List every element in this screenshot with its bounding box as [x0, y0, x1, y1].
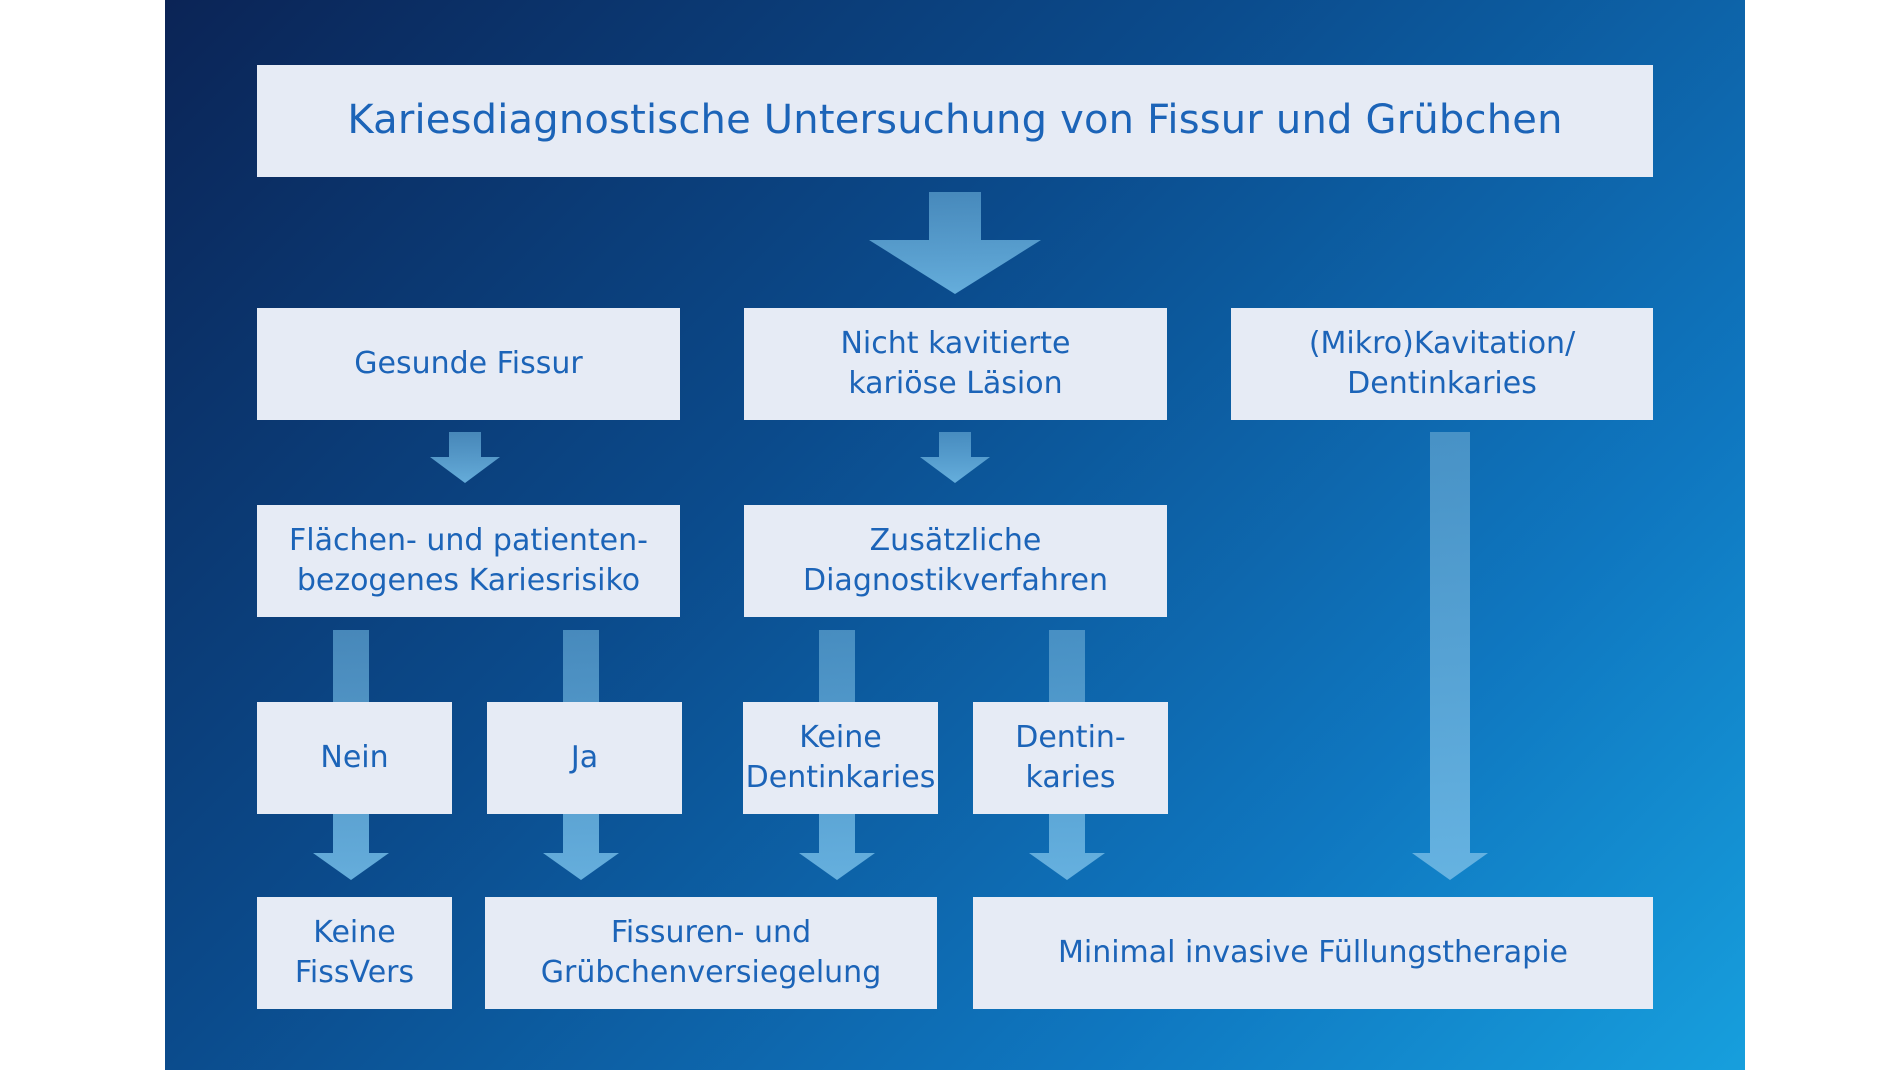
box-sealing: Fissuren- und Grübchenversiegelung	[485, 897, 937, 1009]
box-caries-risk: Flächen- und patienten- bezogenes Karies…	[257, 505, 680, 617]
box-minimal-invasive-therapy: Minimal invasive Füllungstherapie	[973, 897, 1653, 1009]
healthy-down-arrow	[430, 432, 500, 483]
box-additional-diagnostics: Zusätzliche Diagnostikverfahren	[744, 505, 1167, 617]
non-cavitated-down-arrow	[920, 432, 990, 483]
main-down-arrow	[869, 192, 1041, 294]
cavitation-long-arrow	[1412, 432, 1488, 880]
box-no: Nein	[257, 702, 452, 814]
box-yes: Ja	[487, 702, 682, 814]
diagram-panel: Kariesdiagnostische Untersuchung von Fis…	[165, 0, 1745, 1070]
box-non-cavitated-lesion: Nicht kavitierte kariöse Läsion	[744, 308, 1167, 420]
diagram-title: Kariesdiagnostische Untersuchung von Fis…	[257, 65, 1653, 177]
box-no-dentin-caries: Keine Dentinkaries	[743, 702, 938, 814]
box-no-sealing: Keine FissVers	[257, 897, 452, 1009]
box-dentin-caries: Dentin- karies	[973, 702, 1168, 814]
box-healthy-fissure: Gesunde Fissur	[257, 308, 680, 420]
box-cavitation: (Mikro)Kavitation/ Dentinkaries	[1231, 308, 1653, 420]
